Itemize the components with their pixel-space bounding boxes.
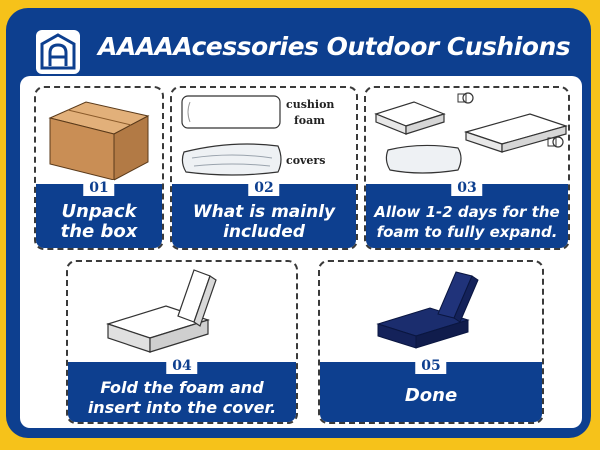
step-text-line: What is mainly — [192, 202, 336, 222]
step-number: 05 — [415, 358, 447, 374]
step-text-line: Fold the foam and — [100, 378, 264, 397]
step-card-04: 04 Fold the foam and insert into the cov… — [66, 260, 298, 424]
finished-cushion-icon — [376, 271, 479, 349]
step-banner-01: 01 Unpack the box — [36, 180, 162, 248]
step-text-line: insert into the cover. — [87, 398, 277, 417]
foam-label: cushion — [286, 98, 335, 111]
foam-and-cover-icon — [181, 95, 282, 176]
step-number: 04 — [166, 358, 198, 374]
step-card-05: 05 Done — [318, 260, 544, 424]
page-title: AAAAAcessories Outdoor Cushions — [98, 32, 571, 61]
foam-label: foam — [294, 114, 325, 127]
step-card-01: 01 Unpack the box — [34, 86, 164, 250]
expanding-foam-icon — [374, 92, 568, 174]
step-text-line: Allow 1-2 days for the — [374, 203, 560, 221]
step-card-02: cushion foam covers 02 What is mainly in… — [170, 86, 358, 250]
folding-foam-icon — [106, 269, 217, 353]
step-number: 02 — [248, 180, 280, 196]
step-text-line: Unpack — [61, 201, 137, 222]
cardboard-box-icon — [48, 101, 150, 181]
step-text-line: the box — [60, 221, 138, 242]
step-text-line: foam to fully expand. — [376, 223, 558, 241]
step-text-line: Done — [404, 385, 458, 406]
step-card-03: 03 Allow 1-2 days for the foam to fully … — [364, 86, 570, 250]
steps-panel: 01 Unpack the box cushion foam covers 02… — [20, 76, 582, 428]
step-banner-04: 04 Fold the foam and insert into the cov… — [68, 358, 296, 422]
step-banner-05: 05 Done — [320, 358, 542, 422]
step-number: 01 — [83, 180, 115, 196]
step-number: 03 — [451, 180, 483, 196]
step-banner-02: 02 What is mainly included — [172, 180, 356, 248]
covers-label: covers — [286, 154, 326, 167]
house-logo-icon — [36, 30, 80, 74]
step-text-line: included — [223, 222, 305, 242]
step-banner-03: 03 Allow 1-2 days for the foam to fully … — [366, 180, 568, 248]
